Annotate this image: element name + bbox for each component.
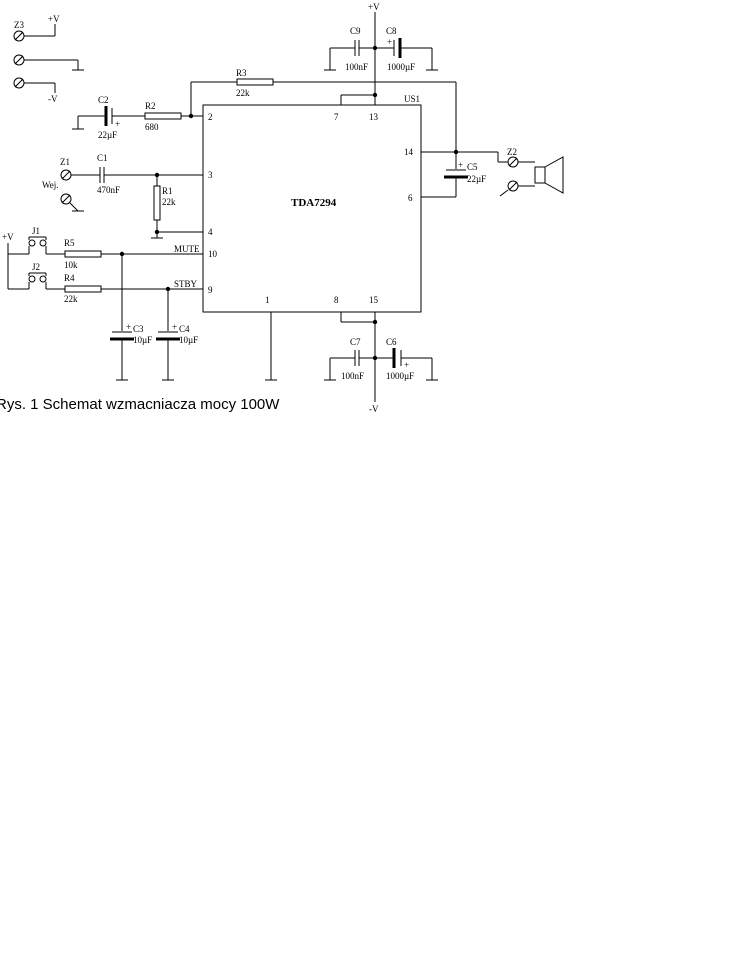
z3-terminal-3 bbox=[13, 77, 25, 89]
c5-value: 22µF bbox=[467, 174, 486, 184]
c4-label: C4 bbox=[179, 324, 190, 334]
r4-resistor bbox=[64, 285, 102, 293]
z2-terminal-2 bbox=[507, 180, 519, 192]
amplifier-schematic: TDA7294 US1 2 3 4 10 9 7 13 14 6 1 8 15 … bbox=[2, 2, 564, 414]
ic-name: TDA7294 bbox=[291, 197, 337, 209]
z3-minus-v: -V bbox=[48, 94, 58, 104]
z3-label: Z3 bbox=[14, 20, 24, 30]
ic-body bbox=[202, 104, 422, 313]
jumper-plus-v: +V bbox=[2, 232, 14, 242]
pin-14: 14 bbox=[404, 147, 414, 157]
r1-resistor bbox=[153, 185, 161, 221]
r2-label: R2 bbox=[145, 101, 156, 111]
c8-value: 1000µF bbox=[387, 62, 415, 72]
pin-4: 4 bbox=[208, 227, 213, 237]
c2-label: C2 bbox=[98, 95, 109, 105]
r1-label: R1 bbox=[162, 186, 173, 196]
c3-capacitor bbox=[110, 331, 134, 341]
r2-resistor bbox=[144, 112, 182, 120]
z3-plus-v: +V bbox=[48, 14, 60, 24]
c4-plus: + bbox=[172, 322, 177, 332]
c7-value: 100nF bbox=[341, 371, 364, 381]
speaker-icon bbox=[534, 156, 564, 194]
c5-capacitor bbox=[444, 169, 468, 179]
j1-label: J1 bbox=[32, 226, 40, 236]
z3-terminal-1 bbox=[13, 30, 25, 42]
r3-label: R3 bbox=[236, 68, 247, 78]
r4-value: 22k bbox=[64, 294, 78, 304]
supply-plus-v: +V bbox=[368, 2, 380, 12]
c6-label: C6 bbox=[386, 337, 397, 347]
z3-terminal-2 bbox=[13, 54, 25, 66]
c8-capacitor bbox=[393, 38, 402, 58]
figure-caption: Rys. 1 Schemat wzmacniacza mocy 100W bbox=[0, 396, 280, 413]
r1-value: 22k bbox=[162, 197, 176, 207]
c6-value: 1000µF bbox=[386, 371, 414, 381]
z1-label: Z1 bbox=[60, 157, 70, 167]
c1-capacitor bbox=[99, 167, 105, 183]
c1-value: 470nF bbox=[97, 185, 120, 195]
c4-capacitor bbox=[156, 331, 180, 341]
pin-1: 1 bbox=[265, 295, 270, 305]
pin-6: 6 bbox=[408, 193, 413, 203]
j2-label: J2 bbox=[32, 262, 40, 272]
pin-15: 15 bbox=[369, 295, 379, 305]
c3-value: 10µF bbox=[133, 335, 152, 345]
pin-3: 3 bbox=[208, 170, 213, 180]
r2-value: 680 bbox=[145, 122, 159, 132]
input-label: Wej. bbox=[42, 180, 59, 190]
z2-terminal-1 bbox=[507, 156, 519, 168]
j2-jumper bbox=[28, 272, 47, 283]
r3-value: 22k bbox=[236, 88, 250, 98]
c8-plus: + bbox=[387, 37, 392, 47]
r5-value: 10k bbox=[64, 260, 78, 270]
c3-label: C3 bbox=[133, 324, 144, 334]
c5-plus: + bbox=[458, 160, 463, 170]
pin-7: 7 bbox=[334, 112, 339, 122]
r5-label: R5 bbox=[64, 238, 75, 248]
c2-capacitor bbox=[104, 106, 113, 126]
c5-label: C5 bbox=[467, 162, 478, 172]
c1-label: C1 bbox=[97, 153, 108, 163]
c4-value: 10µF bbox=[179, 335, 198, 345]
pin-2: 2 bbox=[208, 112, 213, 122]
mute-label: MUTE bbox=[174, 244, 200, 254]
c9-label: C9 bbox=[350, 26, 361, 36]
r3-resistor bbox=[236, 78, 274, 86]
c7-label: C7 bbox=[350, 337, 361, 347]
j1-jumper bbox=[28, 236, 47, 247]
c3-plus: + bbox=[126, 322, 131, 332]
pin-8: 8 bbox=[334, 295, 339, 305]
c6-plus: + bbox=[404, 360, 409, 370]
r5-resistor bbox=[64, 250, 102, 258]
c9-value: 100nF bbox=[345, 62, 368, 72]
pin-10: 10 bbox=[208, 249, 218, 259]
c6-capacitor bbox=[392, 348, 402, 368]
c2-plus: + bbox=[115, 119, 120, 129]
z1-terminal-2 bbox=[60, 193, 72, 205]
ic-ref: US1 bbox=[404, 94, 420, 104]
pin-13: 13 bbox=[369, 112, 379, 122]
c2-value: 22µF bbox=[98, 130, 117, 140]
c8-label: C8 bbox=[386, 26, 397, 36]
pin-9: 9 bbox=[208, 285, 213, 295]
z2-label: Z2 bbox=[507, 147, 517, 157]
c7-capacitor bbox=[354, 350, 360, 366]
stby-label: STBY bbox=[174, 279, 198, 289]
z1-terminal-1 bbox=[60, 169, 72, 181]
c9-capacitor bbox=[354, 40, 360, 56]
supply-minus-v: -V bbox=[369, 404, 379, 414]
r4-label: R4 bbox=[64, 273, 75, 283]
